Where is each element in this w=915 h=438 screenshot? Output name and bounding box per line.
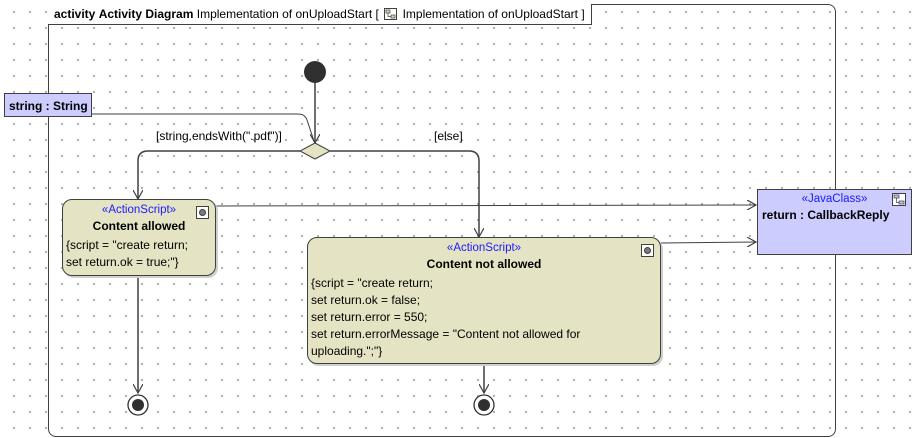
flow-decision-to-content-not-allowed (330, 150, 479, 237)
class-icon (892, 193, 906, 206)
script-line: set return.error = 550; (311, 310, 428, 324)
guard-else: [else] (434, 129, 463, 143)
action-script-icon (641, 244, 654, 257)
activity-final-node-right (473, 394, 495, 416)
action-name: Content not allowed (426, 257, 542, 271)
action-content-not-allowed[interactable]: «ActionScript» Content not allowed {scri… (307, 237, 661, 364)
action-script: {script = "create return; set return.ok … (63, 237, 215, 271)
input-pin-string[interactable]: string : String (4, 93, 92, 117)
action-name: Content allowed (92, 219, 186, 233)
diagram-frame-header: activity Activity Diagram Implementation… (48, 4, 592, 25)
action-stereotype: «ActionScript» (101, 204, 177, 216)
script-line: set return.ok = false; (311, 293, 421, 307)
script-line: set return.errorMessage = "Content not a… (311, 327, 581, 341)
guard-pdf: [string.endsWith(".pdf")] (156, 129, 282, 143)
flow-content-allowed-to-class (215, 205, 756, 206)
flow-pin-to-decision (92, 113, 315, 142)
initial-node (304, 61, 326, 83)
class-name: return : CallbackReply (762, 208, 890, 222)
input-pin-label: string : String (9, 99, 88, 113)
flow-content-not-allowed-to-class (660, 242, 756, 243)
frame-kind: activity (54, 7, 96, 21)
script-line: set return.ok = true;"} (66, 255, 179, 269)
frame-context-ref: Implementation of onUploadStart (402, 7, 578, 21)
script-line: {script = "create return; (311, 276, 433, 290)
frame-diagram-name: Activity Diagram (98, 7, 194, 21)
action-script-icon (196, 206, 209, 219)
decision-node (298, 142, 332, 160)
action-stereotype: «ActionScript» (446, 242, 522, 254)
action-script: {script = "create return; set return.ok … (308, 275, 660, 360)
flow-decision-to-content-allowed (138, 150, 300, 199)
frame-context: Implementation of onUploadStart (196, 7, 373, 21)
script-line: uploading.";"} (311, 344, 383, 358)
activity-final-node-left (127, 394, 149, 416)
action-content-allowed[interactable]: «ActionScript» Content allowed {script =… (62, 199, 216, 276)
script-line: {script = "create return; (66, 238, 188, 252)
activity-diagram-icon (384, 8, 398, 20)
java-class-return[interactable]: «JavaClass» return : CallbackReply (757, 189, 912, 255)
frame-context-open: [ (375, 7, 379, 21)
frame-context-close: ] (581, 7, 585, 21)
class-stereotype: «JavaClass» (801, 193, 868, 205)
